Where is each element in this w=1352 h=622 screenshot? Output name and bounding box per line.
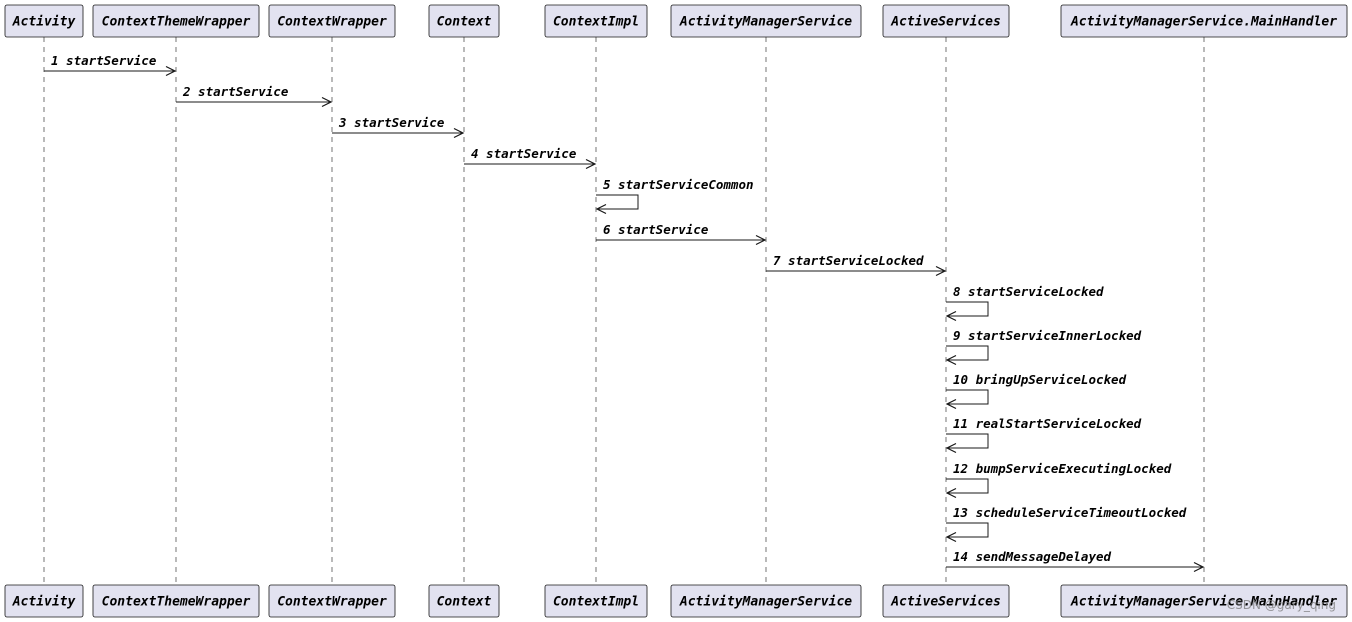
message-label: 3 startService bbox=[338, 115, 445, 130]
self-message-line bbox=[596, 194, 639, 210]
message-12: 12 bumpServiceExecutingLocked bbox=[945, 461, 1172, 499]
arrowhead bbox=[945, 398, 957, 410]
self-message-line bbox=[946, 522, 989, 538]
watermark: CSDN @gary_qing bbox=[1226, 598, 1336, 612]
message-label: 6 startService bbox=[603, 222, 709, 237]
participant-activeservices-bottom: ActiveServices bbox=[882, 584, 1010, 618]
participant-label: ContextWrapper bbox=[277, 15, 387, 30]
message-label: 11 realStartServiceLocked bbox=[953, 416, 1142, 431]
arrowhead bbox=[165, 65, 177, 77]
message-3: 3 startService bbox=[332, 115, 465, 139]
participant-contextthemewrapper-bottom: ContextThemeWrapper bbox=[92, 584, 260, 618]
arrowhead bbox=[585, 158, 597, 170]
participant-contextwrapper-bottom: ContextWrapper bbox=[268, 584, 396, 618]
message-label: 4 startService bbox=[471, 146, 577, 161]
participant-label: Context bbox=[437, 15, 492, 30]
participant-context-bottom: Context bbox=[428, 584, 500, 618]
participant-activitymanagerservice-bottom: ActivityManagerService bbox=[670, 584, 862, 618]
arrowhead bbox=[945, 487, 957, 499]
participant-label: Activity bbox=[12, 595, 76, 610]
participant-label: ActivityManagerService bbox=[679, 15, 852, 30]
participant-activeservices-top: ActiveServices bbox=[882, 4, 1010, 38]
participant-label: ContextImpl bbox=[553, 595, 639, 610]
participant-contextwrapper-top: ContextWrapper bbox=[268, 4, 396, 38]
participant-label: ContextWrapper bbox=[277, 595, 387, 610]
self-message-line bbox=[946, 478, 989, 494]
message-label: 7 startServiceLocked bbox=[773, 253, 924, 268]
message-9: 9 startServiceInnerLocked bbox=[945, 328, 1142, 366]
message-6: 6 startService bbox=[596, 222, 767, 246]
arrowhead bbox=[321, 96, 333, 108]
arrowhead bbox=[595, 203, 607, 215]
participant-activitymanagerservice-top: ActivityManagerService bbox=[670, 4, 862, 38]
arrowhead bbox=[945, 531, 957, 543]
arrowhead bbox=[1193, 561, 1205, 573]
self-message-line bbox=[946, 301, 989, 317]
message-11: 11 realStartServiceLocked bbox=[945, 416, 1142, 454]
message-14: 14 sendMessageDelayed bbox=[946, 549, 1205, 573]
message-8: 8 startServiceLocked bbox=[945, 284, 1104, 322]
participant-activity-bottom: Activity bbox=[4, 584, 84, 618]
participant-contextthemewrapper-top: ContextThemeWrapper bbox=[92, 4, 260, 38]
arrowhead bbox=[945, 442, 957, 454]
self-message-line bbox=[946, 345, 989, 361]
message-4: 4 startService bbox=[464, 146, 597, 170]
message-label: 9 startServiceInnerLocked bbox=[953, 328, 1142, 343]
message-2: 2 startService bbox=[176, 84, 333, 108]
self-message-line bbox=[946, 389, 989, 405]
message-7: 7 startServiceLocked bbox=[766, 253, 947, 277]
participant-label: ActivityManagerService bbox=[679, 595, 852, 610]
message-label: 5 startServiceCommon bbox=[603, 177, 754, 192]
participant-contextimpl-bottom: ContextImpl bbox=[544, 584, 648, 618]
message-1: 1 startService bbox=[44, 53, 177, 77]
message-label: 2 startService bbox=[182, 84, 289, 99]
participant-label: ContextImpl bbox=[553, 15, 639, 30]
participant-label: ContextThemeWrapper bbox=[102, 15, 251, 30]
message-label: 14 sendMessageDelayed bbox=[953, 549, 1112, 564]
participant-label: Activity bbox=[12, 15, 76, 30]
participant-label: ContextThemeWrapper bbox=[102, 595, 251, 610]
arrowhead bbox=[945, 310, 957, 322]
participant-label: ActivityManagerService.MainHandler bbox=[1070, 595, 1337, 610]
arrowhead bbox=[453, 127, 465, 139]
arrowhead bbox=[755, 234, 767, 246]
participant-activitymanagerservice-mainhandler-bottom: ActivityManagerService.MainHandler bbox=[1060, 584, 1348, 618]
message-label: 8 startServiceLocked bbox=[953, 284, 1104, 299]
message-label: 12 bumpServiceExecutingLocked bbox=[953, 461, 1172, 476]
message-label: 1 startService bbox=[51, 53, 157, 68]
message-13: 13 scheduleServiceTimeoutLocked bbox=[945, 505, 1187, 543]
message-10: 10 bringUpServiceLocked bbox=[945, 372, 1127, 410]
participant-label: ActiveServices bbox=[890, 15, 1001, 30]
participant-contextimpl-top: ContextImpl bbox=[544, 4, 648, 38]
participant-activity-top: Activity bbox=[4, 4, 84, 38]
message-label: 10 bringUpServiceLocked bbox=[953, 372, 1127, 387]
participant-label: ActiveServices bbox=[890, 595, 1001, 610]
participant-context-top: Context bbox=[428, 4, 500, 38]
participant-label: ActivityManagerService.MainHandler bbox=[1070, 15, 1337, 30]
message-label: 13 scheduleServiceTimeoutLocked bbox=[953, 505, 1187, 520]
arrowhead bbox=[945, 354, 957, 366]
participant-label: Context bbox=[437, 595, 492, 610]
participant-activitymanagerservice-mainhandler-top: ActivityManagerService.MainHandler bbox=[1060, 4, 1348, 38]
self-message-line bbox=[946, 433, 989, 449]
arrowhead bbox=[935, 265, 947, 277]
message-5: 5 startServiceCommon bbox=[595, 177, 754, 215]
